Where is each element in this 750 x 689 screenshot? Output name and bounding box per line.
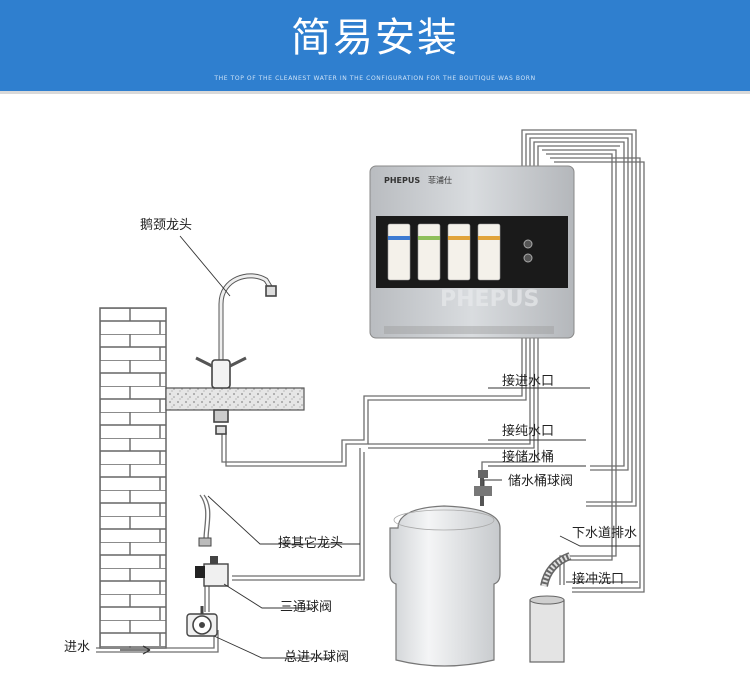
device-brand: PHEPUS — [384, 176, 420, 185]
brick-wall — [99, 307, 167, 649]
label-drain: 下水道排水 — [572, 526, 638, 541]
pipes — [96, 129, 645, 653]
page-title: 简易安装 — [291, 15, 459, 61]
label-flush-port: 接冲洗口 — [572, 572, 625, 587]
storage-tank — [389, 470, 501, 667]
label-three-way-valve: 三通球阀 — [280, 600, 333, 615]
label-gooseneck-faucet: 鹅颈龙头 — [140, 218, 193, 233]
header-banner: 简易安装 THE TOP OF THE CLEANEST WATER IN TH… — [0, 0, 750, 94]
label-inlet-port: 接进水口 — [502, 374, 555, 389]
label-tank-port: 接储水桶 — [502, 450, 555, 465]
inlet-arrow — [120, 645, 151, 655]
counter-slab — [165, 387, 305, 411]
main-inlet-valve — [186, 606, 218, 637]
installation-diagram: PHEPUS 菲浦仕 PHEPUS — [96, 129, 645, 667]
label-main-inlet-valve: 总进水球阀 — [284, 650, 350, 665]
header-divider — [0, 91, 750, 94]
label-other-faucet: 接其它龙头 — [278, 536, 344, 551]
drain-standpipe — [529, 552, 572, 663]
three-way-valve — [195, 537, 229, 587]
label-water-in: 进水 — [64, 640, 91, 655]
gooseneck-faucet — [195, 273, 277, 435]
ro-purifier-unit — [369, 165, 575, 339]
label-tank-ball-valve: 储水桶球阀 — [508, 474, 574, 489]
device-watermark: PHEPUS — [440, 287, 539, 312]
label-pure-water-port: 接纯水口 — [502, 424, 555, 439]
page-subtitle: THE TOP OF THE CLEANEST WATER IN THE CON… — [214, 75, 536, 82]
leader-lines — [179, 235, 640, 659]
device-brand-cn: 菲浦仕 — [428, 175, 452, 185]
